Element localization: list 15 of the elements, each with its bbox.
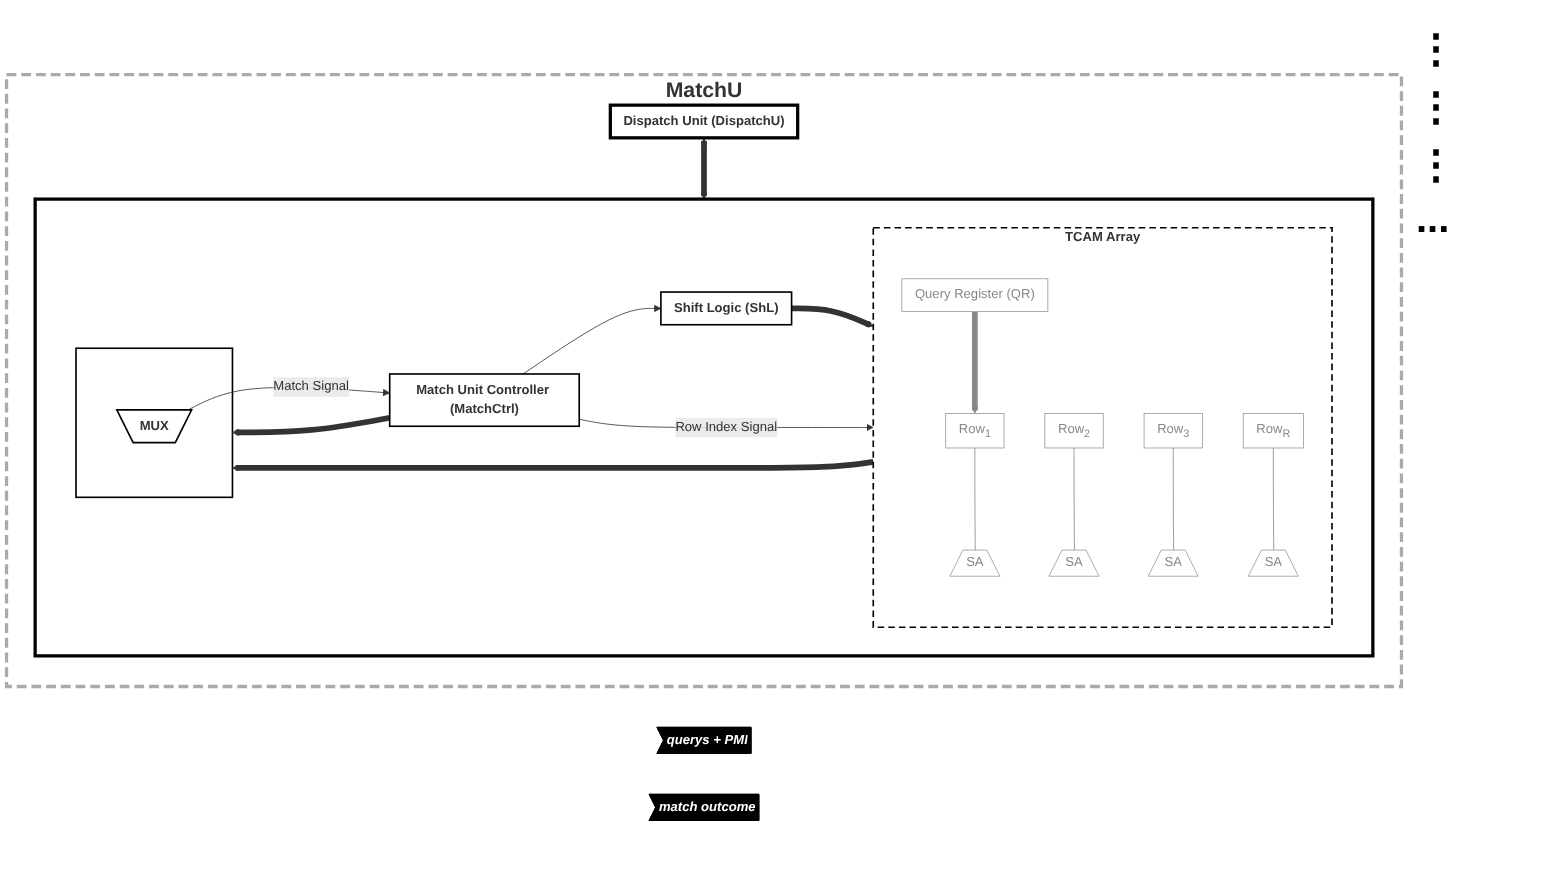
ellipsis-mark: ... (1416, 198, 1452, 244)
connector (974, 447, 976, 551)
connector (1073, 447, 1075, 551)
connector (1272, 447, 1275, 551)
arrow (232, 414, 391, 436)
connector (1172, 447, 1175, 551)
vertical-ellipsis: ⋮ (1416, 84, 1458, 132)
vertical-ellipsis: ⋮ (1416, 142, 1458, 190)
cluster (75, 346, 234, 498)
vertical-ellipsis: ⋮ (1416, 26, 1458, 74)
arrow (700, 137, 708, 199)
arrow (791, 305, 874, 328)
arrow (232, 458, 874, 471)
arrow (971, 310, 979, 414)
cluster (33, 196, 1375, 657)
